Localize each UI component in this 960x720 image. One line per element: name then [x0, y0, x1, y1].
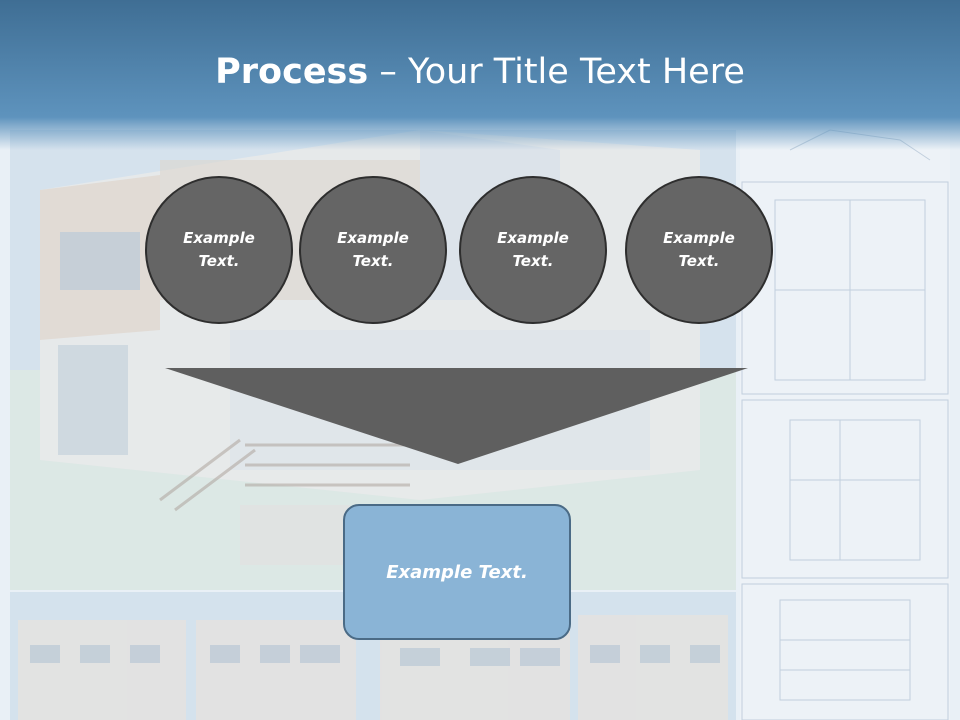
result-box[interactable]: Example Text.: [343, 504, 571, 640]
process-circle-4-label: Example Text.: [663, 229, 735, 270]
process-circle-3-label: Example Text.: [497, 229, 569, 270]
process-circle-3[interactable]: Example Text.: [459, 176, 607, 324]
process-circle-2-label: Example Text.: [337, 229, 409, 270]
slide-title: Process – Your Title Text Here: [0, 52, 960, 92]
process-circle-2[interactable]: Example Text.: [299, 176, 447, 324]
process-circle-1[interactable]: Example Text.: [145, 176, 293, 324]
process-circle-1-label: Example Text.: [183, 229, 255, 270]
result-box-label: Example Text.: [386, 561, 528, 583]
slide-title-bold: Process: [215, 52, 369, 92]
process-circle-4[interactable]: Example Text.: [625, 176, 773, 324]
header-band: [0, 0, 960, 150]
slide-title-rest: – Your Title Text Here: [368, 52, 745, 92]
funnel-triangle: [165, 368, 748, 464]
